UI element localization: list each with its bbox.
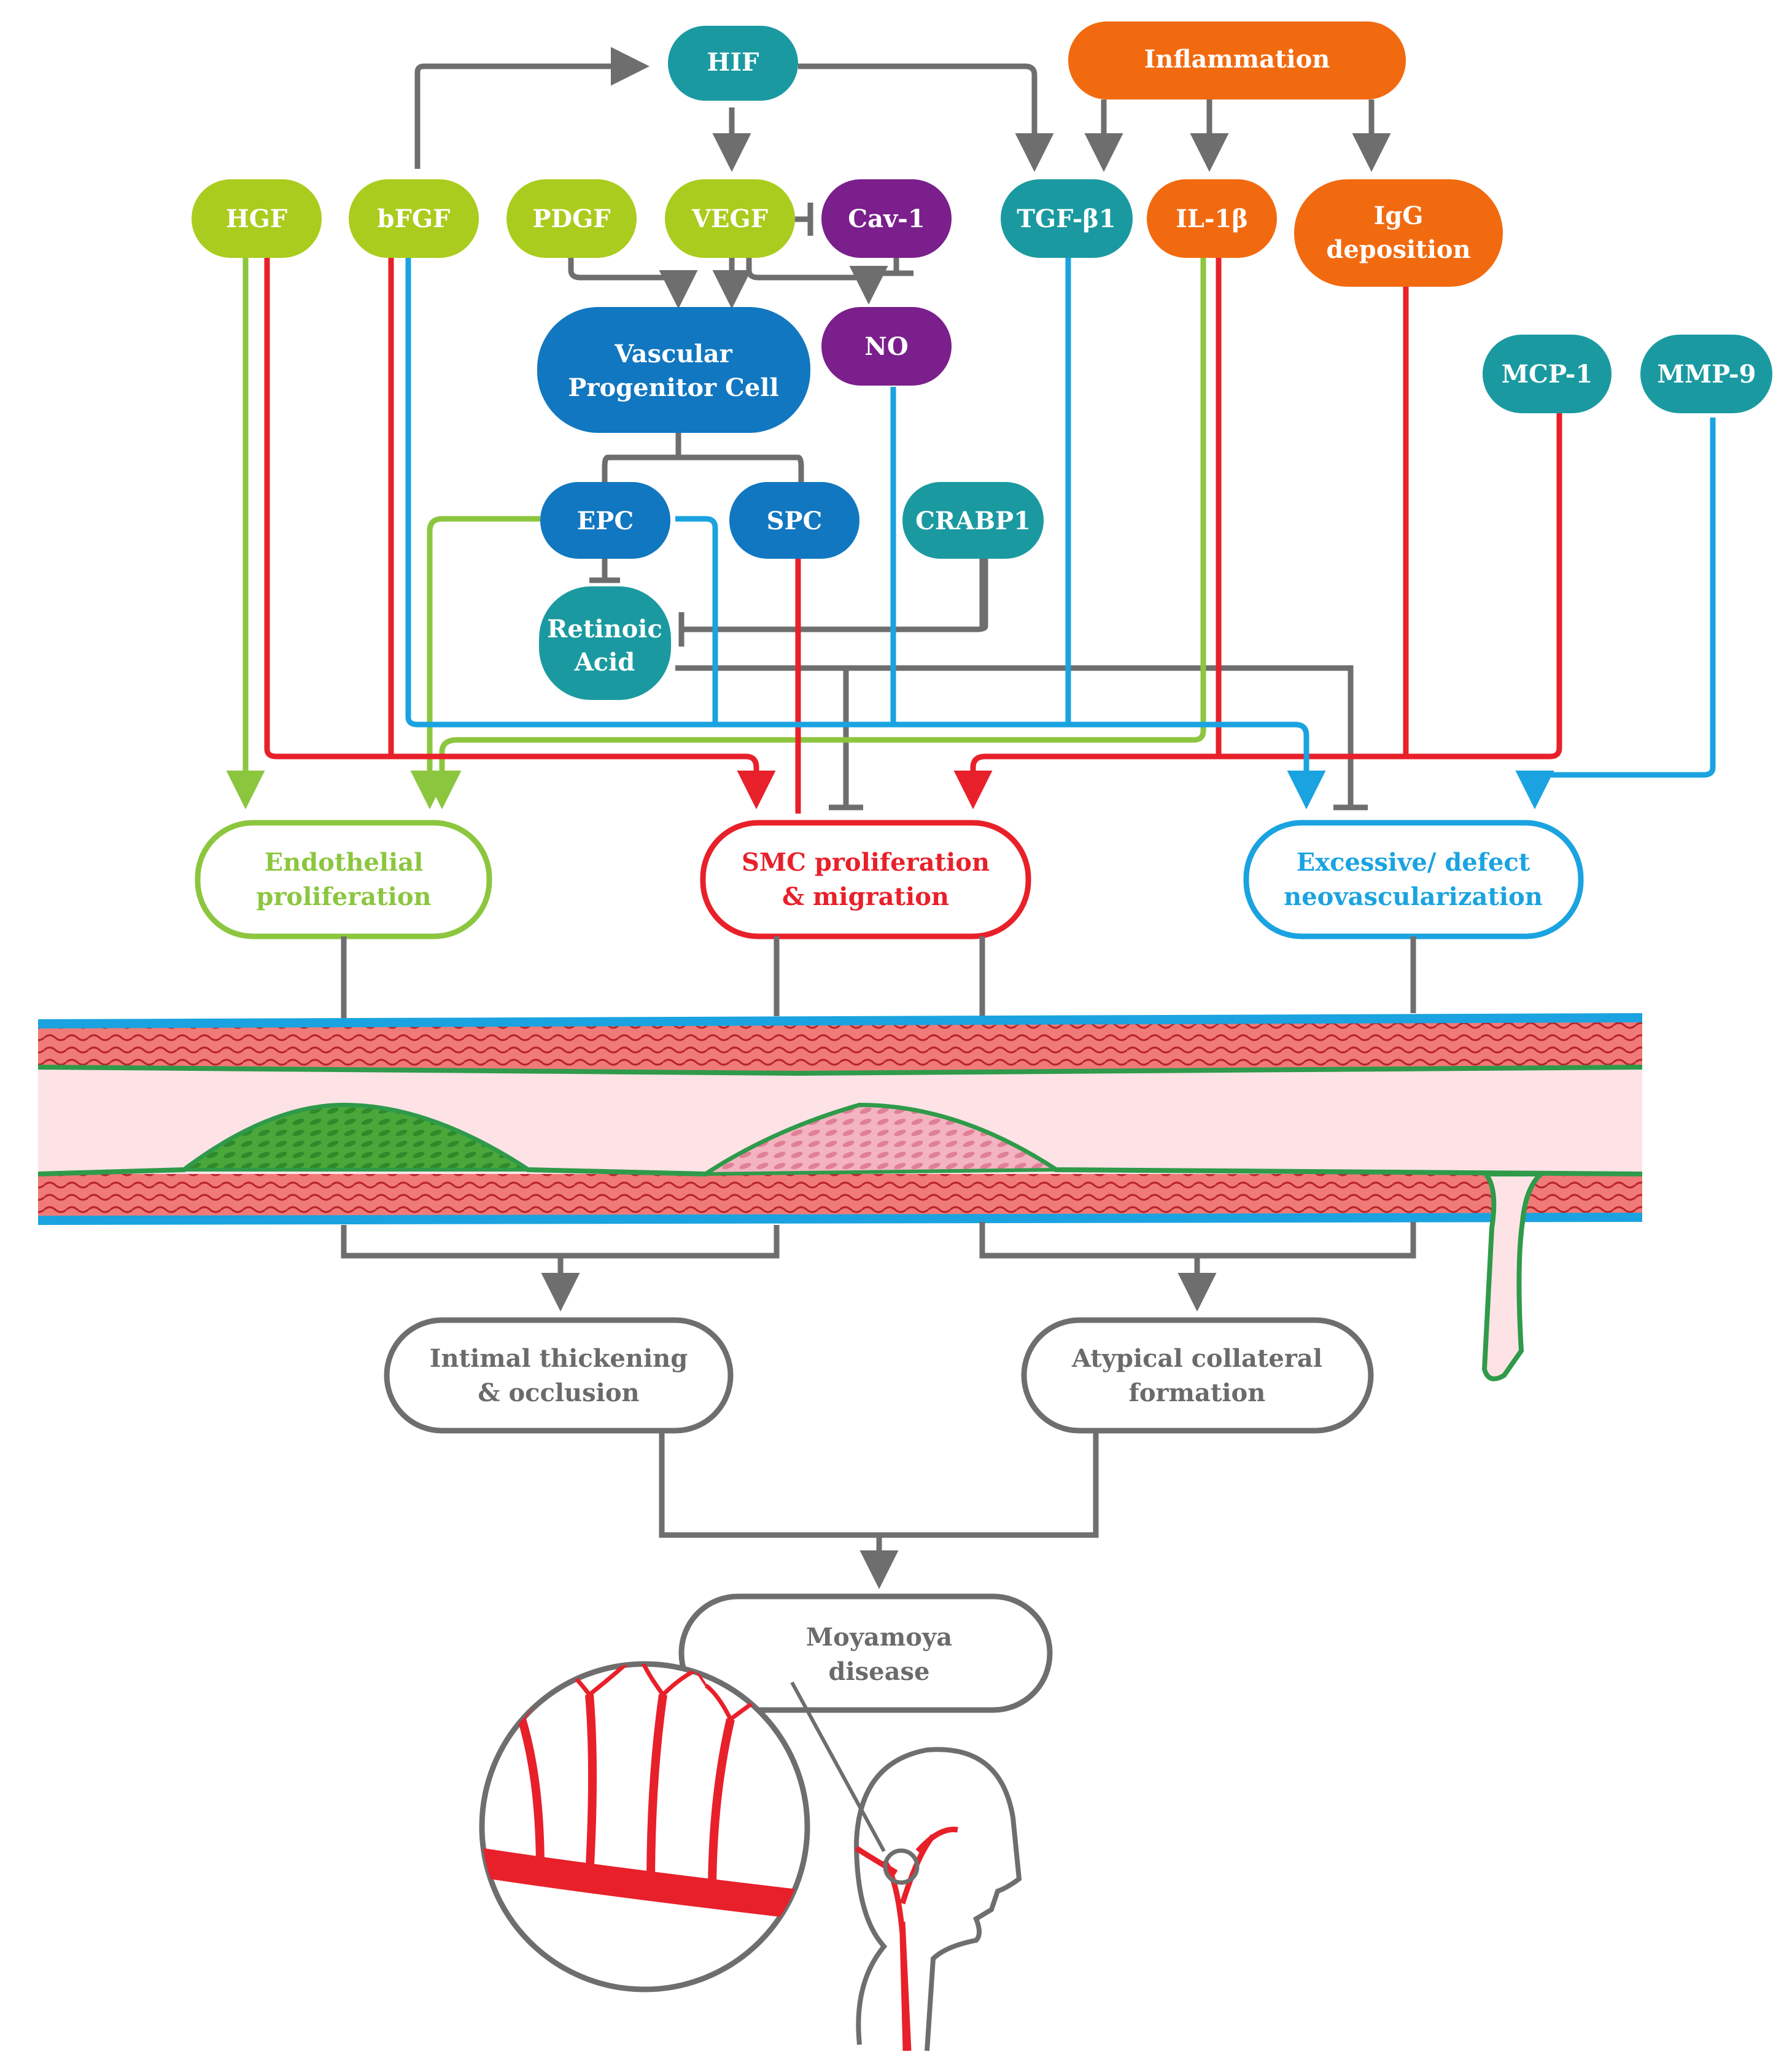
svg-text:Intimal thickening: Intimal thickening xyxy=(430,1344,688,1373)
svg-text:formation: formation xyxy=(1129,1378,1266,1407)
node-retinoic-acid: Retinoic Acid xyxy=(539,586,671,700)
outcome-endothelial-proliferation: Endothelial proliferation xyxy=(195,820,492,939)
svg-text:Moyamoya: Moyamoya xyxy=(806,1623,952,1652)
connectors xyxy=(226,47,1716,814)
node-tgfb1: TGF-β1 xyxy=(1001,179,1133,258)
svg-text:Retinoic: Retinoic xyxy=(547,615,662,643)
node-igg-deposition: IgG deposition xyxy=(1294,179,1503,287)
node-mcp1: MCP-1 xyxy=(1483,335,1612,413)
svg-text:TGF-β1: TGF-β1 xyxy=(1017,204,1116,233)
svg-text:Progenitor Cell: Progenitor Cell xyxy=(568,373,778,402)
svg-text:VEGF: VEGF xyxy=(691,204,768,233)
svg-text:Acid: Acid xyxy=(574,648,635,677)
node-hgf: HGF xyxy=(192,179,322,258)
svg-text:HIF: HIF xyxy=(707,48,759,77)
outcome-intimal-thickening: Intimal thickening & occlusion xyxy=(384,1317,734,1434)
outcome-moyamoya-disease: Moyamoya disease xyxy=(678,1593,1053,1713)
svg-text:NO: NO xyxy=(864,332,908,361)
svg-text:Atypical collateral: Atypical collateral xyxy=(1071,1344,1322,1373)
svg-text:PDGF: PDGF xyxy=(532,204,610,233)
svg-text:neovascularization: neovascularization xyxy=(1284,882,1543,911)
svg-text:Endothelial: Endothelial xyxy=(265,848,424,877)
node-vascular-progenitor-cell: Vascular Progenitor Cell xyxy=(537,307,810,433)
node-vegf: VEGF xyxy=(665,179,795,258)
node-mmp9: MMP-9 xyxy=(1640,335,1772,413)
svg-text:EPC: EPC xyxy=(577,507,634,535)
svg-text:deposition: deposition xyxy=(1326,235,1470,264)
node-hif: HIF xyxy=(668,26,798,101)
node-pdgf: PDGF xyxy=(506,179,637,258)
svg-text:SMC proliferation: SMC proliferation xyxy=(742,848,990,877)
outcome-neovascularization: Excessive/ defect neovascularization xyxy=(1243,820,1584,939)
node-crabp1: CRABP1 xyxy=(902,482,1044,559)
svg-text:proliferation: proliferation xyxy=(256,882,431,911)
blood-vessel-illustration xyxy=(37,1013,1643,1382)
outcome-brackets xyxy=(341,1222,1416,1589)
node-il1b: IL-1β xyxy=(1147,179,1277,258)
outcome-atypical-collateral: Atypical collateral formation xyxy=(1021,1317,1374,1434)
svg-text:& migration: & migration xyxy=(782,882,949,911)
svg-text:disease: disease xyxy=(828,1657,929,1686)
svg-text:Inflammation: Inflammation xyxy=(1144,45,1330,74)
head-silhouette-illustration xyxy=(790,1681,1022,2051)
svg-text:CRABP1: CRABP1 xyxy=(915,507,1031,535)
node-epc: EPC xyxy=(540,482,670,559)
node-no: NO xyxy=(821,307,952,386)
svg-text:Vascular: Vascular xyxy=(614,340,732,368)
svg-text:Excessive/ defect: Excessive/ defect xyxy=(1297,848,1530,877)
svg-text:bFGF: bFGF xyxy=(378,204,451,233)
node-bfgf: bFGF xyxy=(349,179,479,258)
svg-text:MCP-1: MCP-1 xyxy=(1502,360,1592,389)
outcome-smc-proliferation: SMC proliferation & migration xyxy=(700,820,1031,939)
svg-text:& occlusion: & occlusion xyxy=(478,1378,639,1407)
node-cav1: Cav-1 xyxy=(821,179,952,258)
svg-text:Cav-1: Cav-1 xyxy=(848,204,925,233)
node-inflammation: Inflammation xyxy=(1068,21,1406,99)
svg-text:IgG: IgG xyxy=(1374,201,1424,230)
zoomed-vessel-network-illustration xyxy=(479,1661,810,1992)
svg-text:IL-1β: IL-1β xyxy=(1176,204,1248,233)
svg-text:MMP-9: MMP-9 xyxy=(1658,360,1756,389)
vessel-connectors xyxy=(341,936,1416,1022)
svg-text:HGF: HGF xyxy=(226,204,287,233)
svg-text:SPC: SPC xyxy=(767,507,823,535)
node-spc: SPC xyxy=(729,482,859,559)
